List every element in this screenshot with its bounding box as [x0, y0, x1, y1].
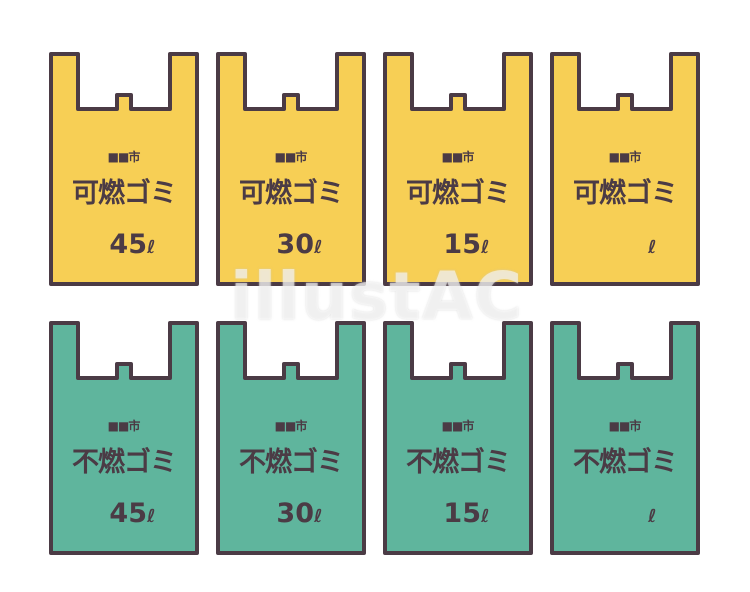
volume-unit: ℓ — [648, 506, 657, 527]
city-suffix: 市 — [462, 150, 475, 164]
bag-volume: 30 — [276, 229, 314, 260]
city-label: ■■市 — [549, 148, 701, 165]
bag-volume: 15 — [443, 498, 481, 529]
bag-shape-icon — [49, 52, 199, 286]
garbage-category: 可燃ゴミ — [573, 178, 678, 209]
city-suffix: 市 — [629, 150, 642, 164]
city-label: ■■市 — [215, 148, 367, 165]
city-suffix: 市 — [629, 419, 642, 433]
volume-unit: ℓ — [147, 506, 156, 527]
city-name-placeholder: ■■ — [107, 150, 130, 164]
bag-shape-icon — [216, 321, 366, 555]
garbage-category: 可燃ゴミ — [239, 178, 344, 209]
volume-unit: ℓ — [314, 237, 323, 258]
volume-unit: ℓ — [147, 237, 156, 258]
city-suffix: 市 — [295, 419, 308, 433]
garbage-category: 可燃ゴミ — [72, 178, 177, 209]
volume-unit: ℓ — [648, 237, 657, 258]
volume-unit: ℓ — [481, 237, 490, 258]
garbage-category: 不燃ゴミ — [573, 447, 678, 478]
city-suffix: 市 — [128, 419, 141, 433]
city-suffix: 市 — [128, 150, 141, 164]
city-label: ■■市 — [382, 417, 534, 434]
garbage-category: 不燃ゴミ — [239, 447, 344, 478]
bag-shape-icon — [383, 52, 533, 286]
bag-shape-icon — [383, 321, 533, 555]
city-label: ■■市 — [215, 417, 367, 434]
garbage-category: 不燃ゴミ — [72, 447, 177, 478]
bag-shape-icon — [550, 321, 700, 555]
bag-volume: 15 — [443, 229, 481, 260]
volume-unit: ℓ — [314, 506, 323, 527]
bag-shape-icon — [49, 321, 199, 555]
city-suffix: 市 — [462, 419, 475, 433]
city-name-placeholder: ■■ — [274, 419, 297, 433]
city-label: ■■市 — [382, 148, 534, 165]
bag-shape-icon — [216, 52, 366, 286]
bag-volume: 45 — [109, 229, 147, 260]
bag-volume: 30 — [276, 498, 314, 529]
city-label: ■■市 — [48, 148, 200, 165]
garbage-category: 不燃ゴミ — [406, 447, 511, 478]
city-name-placeholder: ■■ — [107, 419, 130, 433]
city-label: ■■市 — [549, 417, 701, 434]
city-name-placeholder: ■■ — [608, 150, 631, 164]
bag-volume: 45 — [109, 498, 147, 529]
city-name-placeholder: ■■ — [441, 150, 464, 164]
garbage-bag: ■■市不燃ゴミ ℓ — [549, 320, 701, 556]
city-suffix: 市 — [295, 150, 308, 164]
city-label: ■■市 — [48, 417, 200, 434]
city-name-placeholder: ■■ — [274, 150, 297, 164]
volume-unit: ℓ — [481, 506, 490, 527]
city-name-placeholder: ■■ — [608, 419, 631, 433]
city-name-placeholder: ■■ — [441, 419, 464, 433]
bag-shape-icon — [550, 52, 700, 286]
garbage-category: 可燃ゴミ — [406, 178, 511, 209]
garbage-bag: ■■市可燃ゴミ ℓ — [549, 51, 701, 287]
